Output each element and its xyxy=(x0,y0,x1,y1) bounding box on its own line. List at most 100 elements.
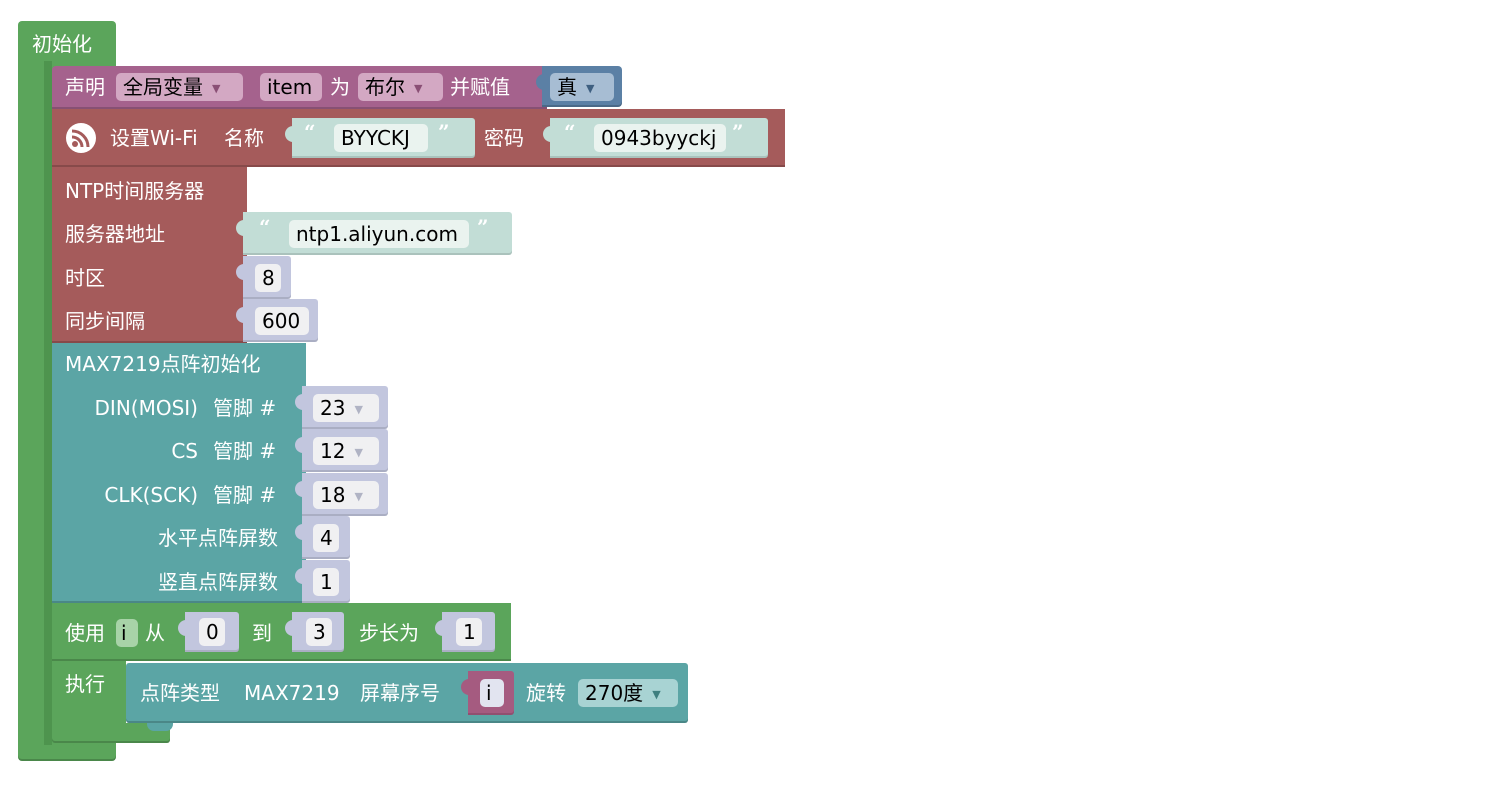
connector-nub xyxy=(178,620,187,636)
rotate-angle-dropdown[interactable]: 270度 ▼ xyxy=(578,679,678,707)
for-loop-block[interactable]: 使用 i 从 0 到 3 步长为 1 xyxy=(52,603,511,661)
variable-name-field[interactable]: item xyxy=(260,73,322,101)
connector-nub xyxy=(295,394,304,410)
ssid-value: BYYCKJ xyxy=(341,126,410,150)
clk-label: CLK(SCK) xyxy=(104,483,198,507)
cs-pin-block[interactable]: 12▼ xyxy=(295,429,388,472)
loop-variable-value: i xyxy=(121,621,127,645)
matrix-type-value: MAX7219 xyxy=(244,681,340,705)
connector-nub xyxy=(435,620,444,636)
wifi-label: 设置Wi-Fi xyxy=(110,126,198,150)
cs-pin-value: 12 xyxy=(320,439,346,463)
quote-close: ” xyxy=(438,120,450,144)
screen-index-variable-block[interactable]: i xyxy=(461,671,514,715)
v-count-label: 竖直点阵屏数 xyxy=(158,570,278,594)
declare-label: 声明 xyxy=(65,75,105,99)
loop-step-field[interactable]: 1 xyxy=(456,618,482,646)
declare-variable-block[interactable]: 声明 全局变量▼ item 为 布尔 ▼ 并赋值 xyxy=(52,66,547,109)
loop-from-value: 0 xyxy=(206,620,219,644)
chevron-down-icon: ▼ xyxy=(414,82,423,95)
clk-pin-block[interactable]: 18▼ xyxy=(295,473,388,516)
bool-value-block[interactable]: 真▼ xyxy=(536,66,622,107)
wifi-password-label: 密码 xyxy=(484,126,524,150)
din-label: DIN(MOSI) xyxy=(94,396,198,420)
timezone-field[interactable]: 8 xyxy=(255,264,281,292)
connector-nub xyxy=(295,437,304,453)
screen-index-label: 屏幕序号 xyxy=(360,681,440,705)
cs-pin-dropdown[interactable]: 12▼ xyxy=(313,437,379,465)
loop-to-block[interactable]: 3 xyxy=(285,612,344,652)
connector-nub xyxy=(295,568,304,584)
loop-from-field[interactable]: 0 xyxy=(199,618,225,646)
clk-pin-label: 管脚 # xyxy=(213,483,277,507)
din-pin-dropdown[interactable]: 23▼ xyxy=(313,394,379,422)
assign-label: 并赋值 xyxy=(450,75,510,99)
wifi-name-label: 名称 xyxy=(224,126,264,150)
quote-open: “ xyxy=(564,120,576,144)
ntp-timezone-label: 时区 xyxy=(65,266,105,290)
v-count-block[interactable]: 1 xyxy=(295,560,350,603)
connector-nub xyxy=(536,74,545,90)
h-count-field[interactable]: 4 xyxy=(313,524,339,552)
loop-from-block[interactable]: 0 xyxy=(178,612,239,652)
loop-step-block[interactable]: 1 xyxy=(435,612,495,652)
chevron-down-icon: ▼ xyxy=(652,688,661,701)
matrix-type-label: 点阵类型 xyxy=(140,681,220,705)
screen-index-value: i xyxy=(486,681,492,705)
block-notch xyxy=(147,723,173,731)
chevron-down-icon: ▼ xyxy=(212,82,221,95)
wifi-setup-block[interactable]: 设置Wi-Fi 名称 “ BYYCKJ ” 密码 “ 0943byyckj ” xyxy=(52,109,785,167)
chevron-down-icon: ▼ xyxy=(354,490,363,503)
rotate-angle-value: 270度 xyxy=(585,681,644,705)
loop-do-label: 执行 xyxy=(65,672,105,696)
for-loop-bottom xyxy=(52,723,170,743)
matrix-rotate-block[interactable]: 点阵类型 MAX7219 屏幕序号 i 旋转 270度▼ xyxy=(126,663,688,723)
connector-nub xyxy=(295,524,304,540)
screen-index-variable[interactable]: i xyxy=(480,679,504,707)
type-dropdown[interactable]: 布尔 ▼ xyxy=(358,73,443,101)
ntp-server-field[interactable]: ntp1.aliyun.com xyxy=(289,220,469,248)
ntp-interval-label: 同步间隔 xyxy=(65,309,145,333)
max7219-init-block[interactable]: MAX7219点阵初始化 DIN(MOSI) 管脚 # CS 管脚 # CLK(… xyxy=(52,343,306,603)
clk-pin-dropdown[interactable]: 18▼ xyxy=(313,481,379,509)
bool-value: 真 xyxy=(557,75,577,99)
loop-from-label: 从 xyxy=(145,621,165,645)
ntp-server-text-block[interactable]: “ ntp1.aliyun.com ” xyxy=(236,212,512,255)
ssid-field[interactable]: BYYCKJ xyxy=(334,124,428,152)
loop-variable-field[interactable]: i xyxy=(116,619,138,647)
password-value: 0943byyckj xyxy=(601,126,717,150)
password-field[interactable]: 0943byyckj xyxy=(594,124,726,152)
scope-dropdown[interactable]: 全局变量▼ xyxy=(116,73,243,101)
wifi-signal-icon xyxy=(66,123,96,153)
password-text-block[interactable]: “ 0943byyckj ” xyxy=(543,118,768,158)
timezone-number-block[interactable]: 8 xyxy=(236,256,291,299)
v-count-value: 1 xyxy=(320,570,333,594)
quote-open: “ xyxy=(304,120,316,144)
connector-nub xyxy=(295,481,304,497)
h-count-block[interactable]: 4 xyxy=(295,516,350,559)
block-notch xyxy=(73,743,99,751)
interval-number-block[interactable]: 600 xyxy=(236,299,318,342)
loop-use-label: 使用 xyxy=(65,621,105,645)
cs-pin-label: 管脚 # xyxy=(213,439,277,463)
setup-label: 初始化 xyxy=(32,32,92,56)
for-loop-arm: 执行 xyxy=(52,661,126,729)
as-label: 为 xyxy=(330,75,350,99)
bool-dropdown[interactable]: 真▼ xyxy=(550,73,614,101)
cs-label: CS xyxy=(171,439,198,463)
ssid-text-block[interactable]: “ BYYCKJ ” xyxy=(285,118,475,158)
setup-inner-arm xyxy=(44,61,52,745)
type-value: 布尔 xyxy=(365,75,405,99)
din-pin-block[interactable]: 23▼ xyxy=(295,386,388,429)
ntp-server-block[interactable]: NTP时间服务器 服务器地址 时区 同步间隔 xyxy=(52,167,247,343)
ntp-server-value: ntp1.aliyun.com xyxy=(296,222,458,246)
loop-step-label: 步长为 xyxy=(359,621,419,645)
loop-to-value: 3 xyxy=(313,620,326,644)
v-count-field[interactable]: 1 xyxy=(313,568,339,596)
loop-to-field[interactable]: 3 xyxy=(306,618,332,646)
din-pin-label: 管脚 # xyxy=(213,396,277,420)
connector-nub xyxy=(285,620,294,636)
connector-nub xyxy=(236,220,245,236)
interval-field[interactable]: 600 xyxy=(255,307,309,335)
din-pin-value: 23 xyxy=(320,396,346,420)
